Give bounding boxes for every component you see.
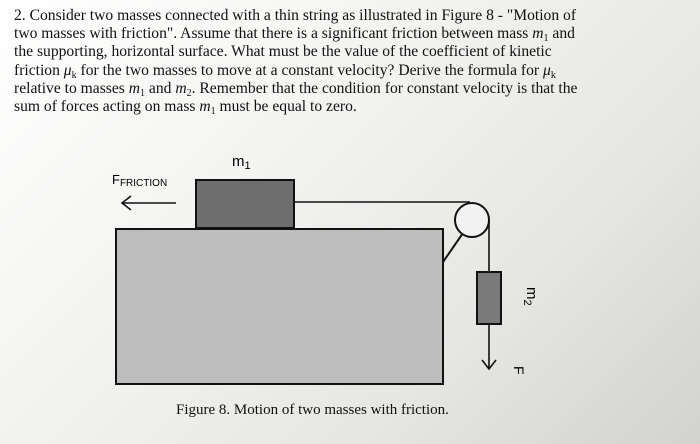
figure-caption: Figure 8. Motion of two masses with fric… bbox=[176, 402, 449, 418]
friction-arrow-head bbox=[120, 195, 132, 211]
mass-m1-block bbox=[195, 179, 295, 229]
problem-line-4: friction μk for the two masses to move a… bbox=[14, 61, 556, 81]
force-label: F bbox=[511, 366, 527, 375]
gravity-arrow-head bbox=[481, 359, 497, 371]
problem-line-1: 2. Consider two masses connected with a … bbox=[14, 7, 577, 24]
table-surface bbox=[115, 228, 444, 385]
problem-line-6: sum of forces acting on mass m1 must be … bbox=[14, 98, 357, 118]
mass-m1-label: m1 bbox=[232, 153, 251, 172]
friction-label: FFRICTION bbox=[112, 172, 167, 189]
problem-statement: 2. Consider two masses connected with a … bbox=[14, 7, 690, 118]
problem-line-3: the supporting, horizontal surface. What… bbox=[14, 43, 552, 61]
problem-line-2: two masses with friction". Assume that t… bbox=[14, 25, 575, 45]
problem-line-5: relative to masses m1 and m2. Remember t… bbox=[14, 79, 578, 99]
pulley-wheel bbox=[454, 202, 490, 238]
mass-m2-block bbox=[476, 271, 502, 325]
mass-m2-label: m2 bbox=[521, 287, 540, 306]
